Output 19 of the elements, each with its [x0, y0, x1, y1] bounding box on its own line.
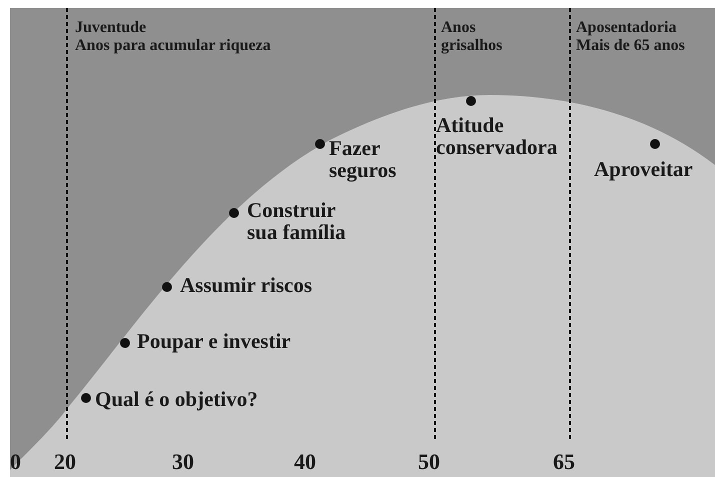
- axis-tick-label: 50: [418, 450, 440, 474]
- point-label: Fazer seguros: [329, 137, 398, 182]
- period-heading: Juventude: [75, 20, 146, 37]
- period-heading: grisalhos: [441, 38, 502, 55]
- point-label: Atitude conservadora: [436, 114, 558, 158]
- point-label: Aproveitar: [594, 158, 693, 180]
- point-label: Construir sua família: [247, 199, 347, 244]
- point-label: Poupar e investir: [137, 330, 291, 352]
- point-label: Assumir riscos: [180, 274, 312, 296]
- period-heading: Mais de 65 anos: [576, 38, 685, 55]
- period-heading: Aposentadoria: [576, 20, 676, 37]
- point-label: Qual é o objetivo?: [95, 388, 258, 410]
- axis-tick-label: 65: [553, 450, 575, 474]
- axis-tick-label: 30: [172, 450, 194, 474]
- period-heading: Anos: [441, 20, 476, 37]
- axis-tick-label: 0: [10, 450, 21, 474]
- period-heading: Anos para acumular riqueza: [75, 38, 271, 55]
- axis-tick-label: 40: [294, 450, 316, 474]
- axis-tick-label: 20: [54, 450, 76, 474]
